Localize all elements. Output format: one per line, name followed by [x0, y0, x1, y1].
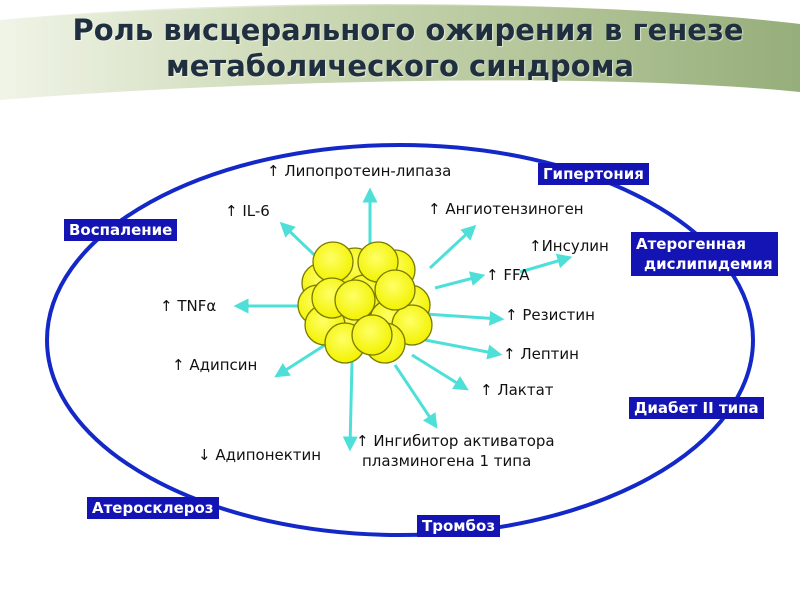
adipocyte-cluster: [297, 241, 433, 364]
box-hypertension: Гипертония: [538, 163, 649, 185]
box-atherogenic-dyslipidemia: Атерогенная дислипидемия: [631, 232, 778, 276]
arrow-pai1: [393, 364, 438, 429]
label-insulin: ↑Инсулин: [529, 237, 609, 255]
label-lipoprotein-lipase: ↑ Липопротеин-липаза: [267, 162, 452, 180]
box-dyslipidemia-line2: дислипидемия: [644, 255, 773, 273]
box-atherosclerosis: Атеросклероз: [87, 497, 219, 519]
label-pai1: ↑ Ингибитор активатора плазминогена 1 ти…: [356, 431, 555, 471]
label-tnf: ↑ TNFα: [160, 297, 217, 315]
box-inflammation: Воспаление: [64, 219, 178, 241]
title-line-2: метаболического синдрома: [166, 49, 634, 83]
label-lactate: ↑ Лактат: [480, 381, 554, 399]
label-leptin: ↑ Лептин: [503, 345, 579, 363]
arrow-insulin: [519, 253, 573, 274]
arrow-ffa: [434, 271, 486, 290]
arrow-adiponectin: [342, 361, 358, 452]
label-adipsin: ↑ Адипсин: [172, 356, 258, 374]
title-line-1: Роль висцерального ожирения в генезе: [72, 13, 744, 47]
arrow-adipsin: [274, 343, 326, 378]
box-diabetes: Диабет II типа: [629, 397, 764, 419]
arrow-lactate: [411, 353, 469, 391]
page-title: Роль висцерального ожирения в генезе мет…: [0, 12, 800, 84]
label-pai1-line1: ↑ Ингибитор активатора: [356, 432, 555, 450]
box-thrombosis: Тромбоз: [417, 515, 501, 537]
arrow-leptin: [424, 338, 503, 360]
box-dyslipidemia-line1: Атерогенная: [636, 235, 747, 253]
label-ffa: ↑ FFA: [486, 266, 530, 284]
label-resistin: ↑ Резистин: [505, 306, 595, 324]
arrow-resistin: [424, 310, 505, 326]
label-angiotensinogen: ↑ Ангиотензиноген: [428, 200, 584, 218]
label-pai1-line2: плазминогена 1 типа: [362, 452, 532, 470]
arrows: [233, 187, 573, 452]
outer-oval: [45, 143, 755, 537]
title-background: [0, 0, 800, 100]
label-il6: ↑ IL-6: [225, 202, 270, 220]
label-adiponectin: ↓ Адипонектин: [198, 446, 322, 464]
arrow-angiotensinogen: [428, 224, 477, 270]
